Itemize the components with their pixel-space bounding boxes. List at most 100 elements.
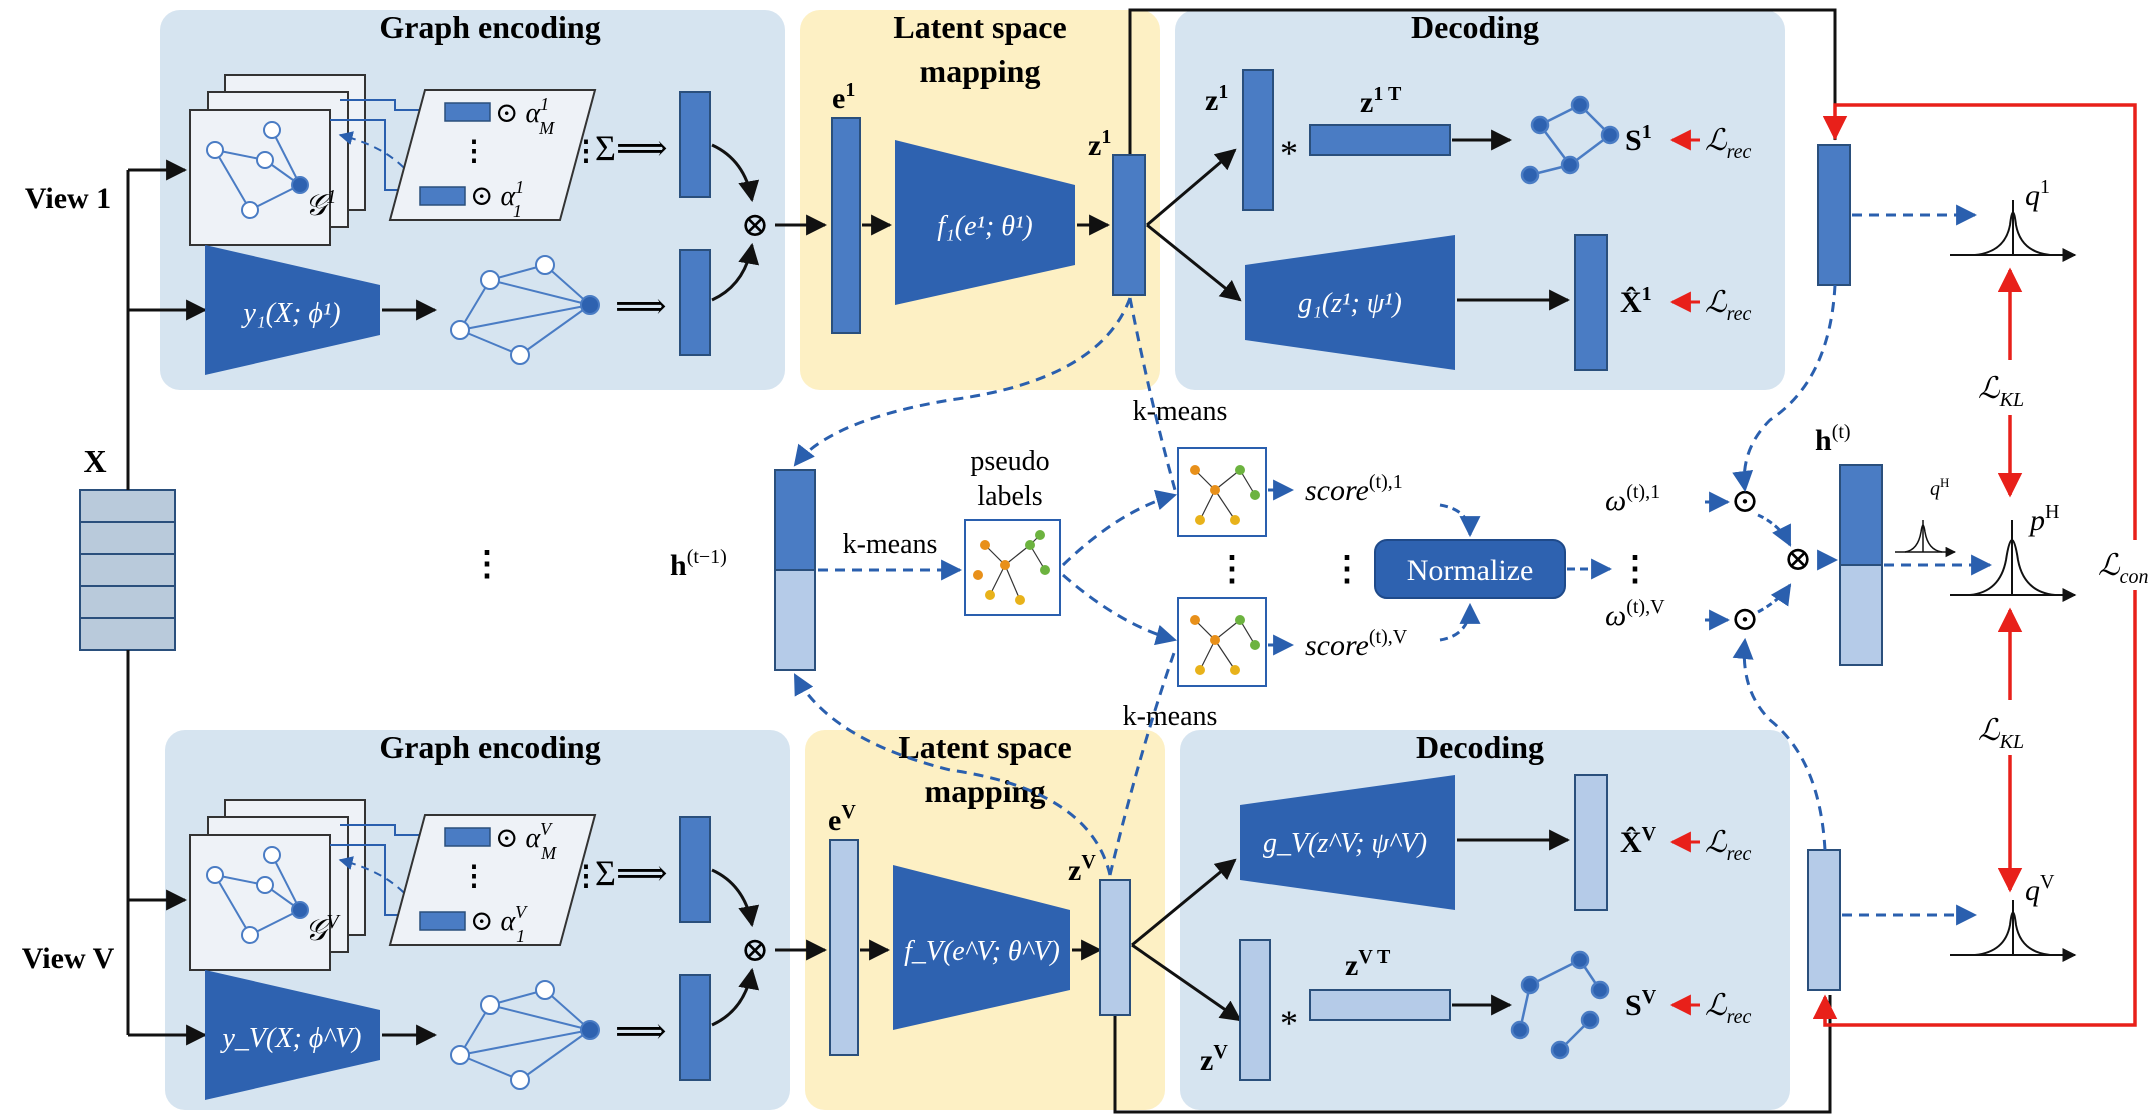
- svg-text:ℒrec: ℒrec: [1705, 286, 1752, 325]
- svg-text:qH: qH: [1930, 475, 1949, 500]
- lrec-x-top-sub: rec: [1727, 303, 1752, 325]
- middle-dots-clusters: ⋮: [1215, 551, 1249, 588]
- ph-sup: H: [2045, 501, 2059, 523]
- decoder-fn-bottom: g_V(z^V; ψ^V): [1263, 828, 1427, 859]
- s-label-top: S: [1625, 124, 1642, 157]
- graph-icon-top-2: [450, 255, 600, 365]
- pseudo-labels-box: [964, 519, 1061, 616]
- star-bottom: *: [1280, 1003, 1298, 1043]
- odot-1: ⊙: [1731, 483, 1760, 520]
- z-block-top: [1112, 154, 1146, 296]
- alpha-bottom-bottom-sub: 1: [516, 926, 525, 946]
- dist-q1: [1950, 200, 2077, 262]
- latent-title-bottom-line1: Latent space: [898, 729, 1071, 765]
- decoding-bottom: g_V(z^V; ψ^V) X̂V ℒrec zV * zV T SV: [1131, 774, 1752, 1081]
- h-t-label: h: [1815, 424, 1832, 457]
- sum-embedding-bottom: [679, 816, 711, 923]
- view-v-label: View V: [22, 942, 115, 975]
- svg-text:ℒrec: ℒrec: [1705, 826, 1752, 865]
- decoding-top: z1 * z1 T S1 ℒrec g₁(z¹; ψ¹) X̂1: [1146, 69, 1752, 371]
- q1-sup: 1: [2040, 176, 2050, 198]
- mapping-fn-bottom: f_V(e^V; θ^V): [904, 936, 1060, 967]
- lkl-top-sub: KL: [1999, 389, 2024, 411]
- svg-text:ω(t),V: ω(t),V: [1605, 596, 1665, 632]
- lrec-x-bottom-sub: rec: [1727, 843, 1752, 865]
- xhat-label-top: X̂: [1620, 286, 1642, 319]
- lrec-s-top-sub: rec: [1727, 141, 1752, 163]
- svg-text:ℒrec: ℒrec: [1705, 124, 1752, 163]
- ph-label: p: [2028, 504, 2045, 537]
- implies-bottom: ⟹: [615, 1011, 667, 1051]
- svg-text:h(t): h(t): [1815, 421, 1851, 457]
- lkl-bottom-sub: KL: [1999, 731, 2024, 753]
- dots-parallelogram-bottom: ⋮: [460, 861, 488, 892]
- view-embedding-top: [679, 249, 711, 356]
- middle-dots-left: ⋮: [470, 546, 504, 583]
- svg-text:ℒrec: ℒrec: [1705, 989, 1752, 1028]
- svg-text:score(t),1: score(t),1: [1305, 471, 1403, 507]
- adjacency-graph-top: [1520, 95, 1620, 185]
- s-sup-top: 1: [1642, 121, 1652, 143]
- latent-title-top-line2: mapping: [920, 53, 1041, 89]
- scoreV: score: [1305, 629, 1369, 662]
- implies-top: ⟹: [615, 286, 667, 326]
- svg-text:score(t),V: score(t),V: [1305, 626, 1408, 662]
- graph-label-bottom-sup: V: [326, 911, 341, 933]
- mapping-trapezoid-bottom: [893, 865, 1070, 1030]
- svg-text:ℒKL: ℒKL: [1978, 714, 2024, 753]
- omegaV: ω: [1605, 599, 1626, 632]
- svg-text:e1: e1: [832, 79, 855, 115]
- dots-parallelogram-top-2: ⋮: [572, 136, 600, 167]
- svg-text:h(t−1): h(t−1): [670, 546, 727, 582]
- svg-text:SV: SV: [1625, 986, 1657, 1022]
- right-z-top: [1817, 144, 1851, 286]
- dec-z-sup-bottom: V: [1213, 1041, 1228, 1063]
- dec-z-label-top: z: [1205, 84, 1218, 117]
- normalize-label: Normalize: [1407, 554, 1534, 587]
- e-block-top: [831, 117, 861, 334]
- e-sup-bottom: V: [841, 801, 856, 823]
- svg-text:z1: z1: [1205, 81, 1228, 117]
- lcon-loop: [1822, 103, 2137, 540]
- svg-text:S1: S1: [1625, 121, 1652, 157]
- zt-label-bottom: z: [1345, 949, 1358, 982]
- alpha-top-top-sup: 1: [540, 94, 549, 114]
- otimes-top: ⊗: [741, 207, 770, 244]
- h-t-sup: (t): [1832, 421, 1851, 443]
- z-label-top: z: [1088, 129, 1101, 162]
- svg-text:q1: q1: [2025, 176, 2050, 212]
- latent-top: e1 f₁(e¹; θ¹) z1: [831, 79, 1146, 334]
- dec-z-sup-top: 1: [1218, 81, 1228, 103]
- dec-z-block-top: [1242, 69, 1274, 211]
- svg-text:⊙ α11: ⊙ α11: [470, 177, 523, 221]
- e-label-top: e: [832, 82, 845, 115]
- zt-block-bottom: [1309, 989, 1451, 1021]
- xhat-sup-top: 1: [1642, 283, 1652, 305]
- graph-icon-top: [206, 121, 309, 219]
- kmeans-top: k-means: [1133, 396, 1228, 427]
- lcon-sub: con: [2120, 566, 2148, 588]
- lrec-s-bottom-sub: rec: [1727, 1006, 1752, 1028]
- zt-sup-bottom: V T: [1358, 946, 1391, 968]
- h-prev-block: h(t−1): [670, 469, 816, 671]
- adjacency-graph-bottom: [1510, 950, 1610, 1060]
- q1-label: q: [2025, 179, 2040, 212]
- otimes-fusion: ⊗: [1784, 541, 1813, 578]
- svg-text:eV: eV: [828, 801, 856, 837]
- lkl-bottom: ℒ: [1978, 714, 2001, 747]
- e-label-bottom: e: [828, 804, 841, 837]
- latent-title-top-line1: Latent space: [893, 9, 1066, 45]
- input-x: X: [79, 159, 208, 1046]
- svg-text:⊙ αV1: ⊙ αV1: [470, 902, 528, 946]
- svg-text:z1: z1: [1088, 126, 1111, 162]
- view-1-label: View 1: [25, 182, 111, 215]
- s-label-bottom: S: [1625, 989, 1642, 1022]
- e-block-bottom: [829, 839, 859, 1056]
- encoder-trapezoid-bottom: [205, 970, 380, 1100]
- odot-v: ⊙: [1731, 601, 1760, 638]
- graph-encoding-title-top: Graph encoding: [379, 9, 600, 45]
- sigma-bottom: Σ⟹: [595, 853, 668, 893]
- dist-qv: [1950, 900, 2077, 962]
- graph-icon-bottom-2: [450, 980, 600, 1090]
